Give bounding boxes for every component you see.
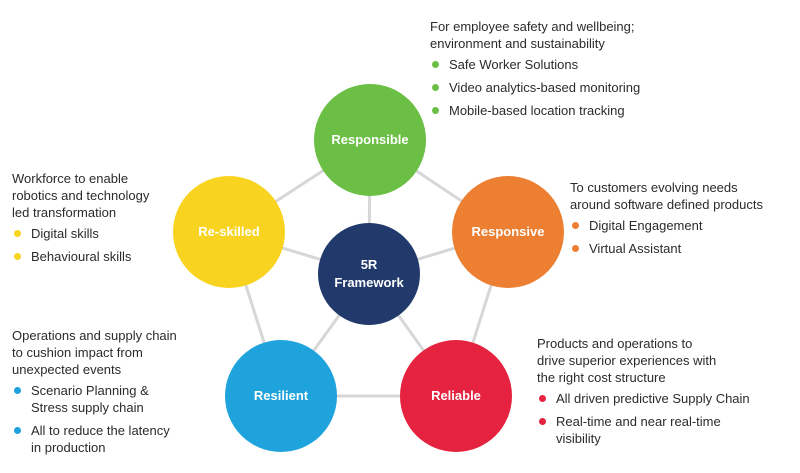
responsive-heading: To customers evolving needs around softw…: [570, 180, 763, 212]
blue-bullet-icon: [14, 427, 21, 434]
orange-bullet-icon: [572, 245, 579, 252]
responsive-circle: Responsive: [452, 176, 564, 288]
list-item: All to reduce the latency in production: [12, 422, 217, 456]
responsive-description: To customers evolving needs around softw…: [570, 179, 795, 263]
reliable-heading: Products and operations to drive superio…: [537, 336, 717, 385]
green-bullet-icon: [432, 61, 439, 68]
responsible-label: Responsible: [331, 132, 409, 147]
list-item: Digital Engagement: [570, 217, 795, 234]
responsible-list: Safe Worker Solutions Video analytics-ba…: [430, 56, 730, 119]
resilient-list: Scenario Planning & Stress supply chain …: [12, 382, 217, 456]
list-item: Real-time and near real-time visibility: [537, 413, 792, 447]
green-bullet-icon: [432, 84, 439, 91]
framework-center-circle: 5R Framework: [318, 223, 420, 325]
red-bullet-icon: [539, 418, 546, 425]
green-bullet-icon: [432, 107, 439, 114]
blue-bullet-icon: [14, 387, 21, 394]
reskilled-heading: Workforce to enable robotics and technol…: [12, 171, 150, 220]
list-item: Scenario Planning & Stress supply chain: [12, 382, 217, 416]
reskilled-circle: Re-skilled: [173, 176, 285, 288]
resilient-heading: Operations and supply chain to cushion i…: [12, 328, 177, 377]
resilient-label: Resilient: [253, 388, 309, 403]
reliable-circle: Reliable: [400, 340, 512, 452]
orange-bullet-icon: [572, 222, 579, 229]
reliable-list: All driven predictive Supply Chain Real-…: [537, 390, 792, 447]
reliable-label: Reliable: [431, 388, 481, 403]
list-item: All driven predictive Supply Chain: [537, 390, 792, 407]
list-item: Mobile-based location tracking: [430, 102, 730, 119]
center-label-line2: Framework: [334, 275, 404, 290]
reliable-description: Products and operations to drive superio…: [537, 335, 792, 453]
list-item: Virtual Assistant: [570, 240, 795, 257]
list-item: Video analytics-based monitoring: [430, 79, 730, 96]
yellow-bullet-icon: [14, 230, 21, 237]
resilient-circle: Resilient: [225, 340, 337, 452]
reskilled-description: Workforce to enable robotics and technol…: [12, 170, 187, 271]
list-item: Safe Worker Solutions: [430, 56, 730, 73]
resilient-description: Operations and supply chain to cushion i…: [12, 327, 217, 462]
responsible-description: For employee safety and wellbeing; envir…: [430, 18, 730, 125]
list-item: Digital skills: [12, 225, 187, 242]
red-bullet-icon: [539, 395, 546, 402]
responsive-list: Digital Engagement Virtual Assistant: [570, 217, 795, 257]
list-item: Behavioural skills: [12, 248, 187, 265]
center-label-line1: 5R: [360, 257, 378, 272]
reskilled-label: Re-skilled: [198, 224, 260, 239]
responsive-label: Responsive: [471, 224, 545, 239]
responsible-heading: For employee safety and wellbeing; envir…: [430, 19, 635, 51]
reskilled-list: Digital skills Behavioural skills: [12, 225, 187, 265]
responsible-circle: Responsible: [314, 84, 426, 196]
yellow-bullet-icon: [14, 253, 21, 260]
